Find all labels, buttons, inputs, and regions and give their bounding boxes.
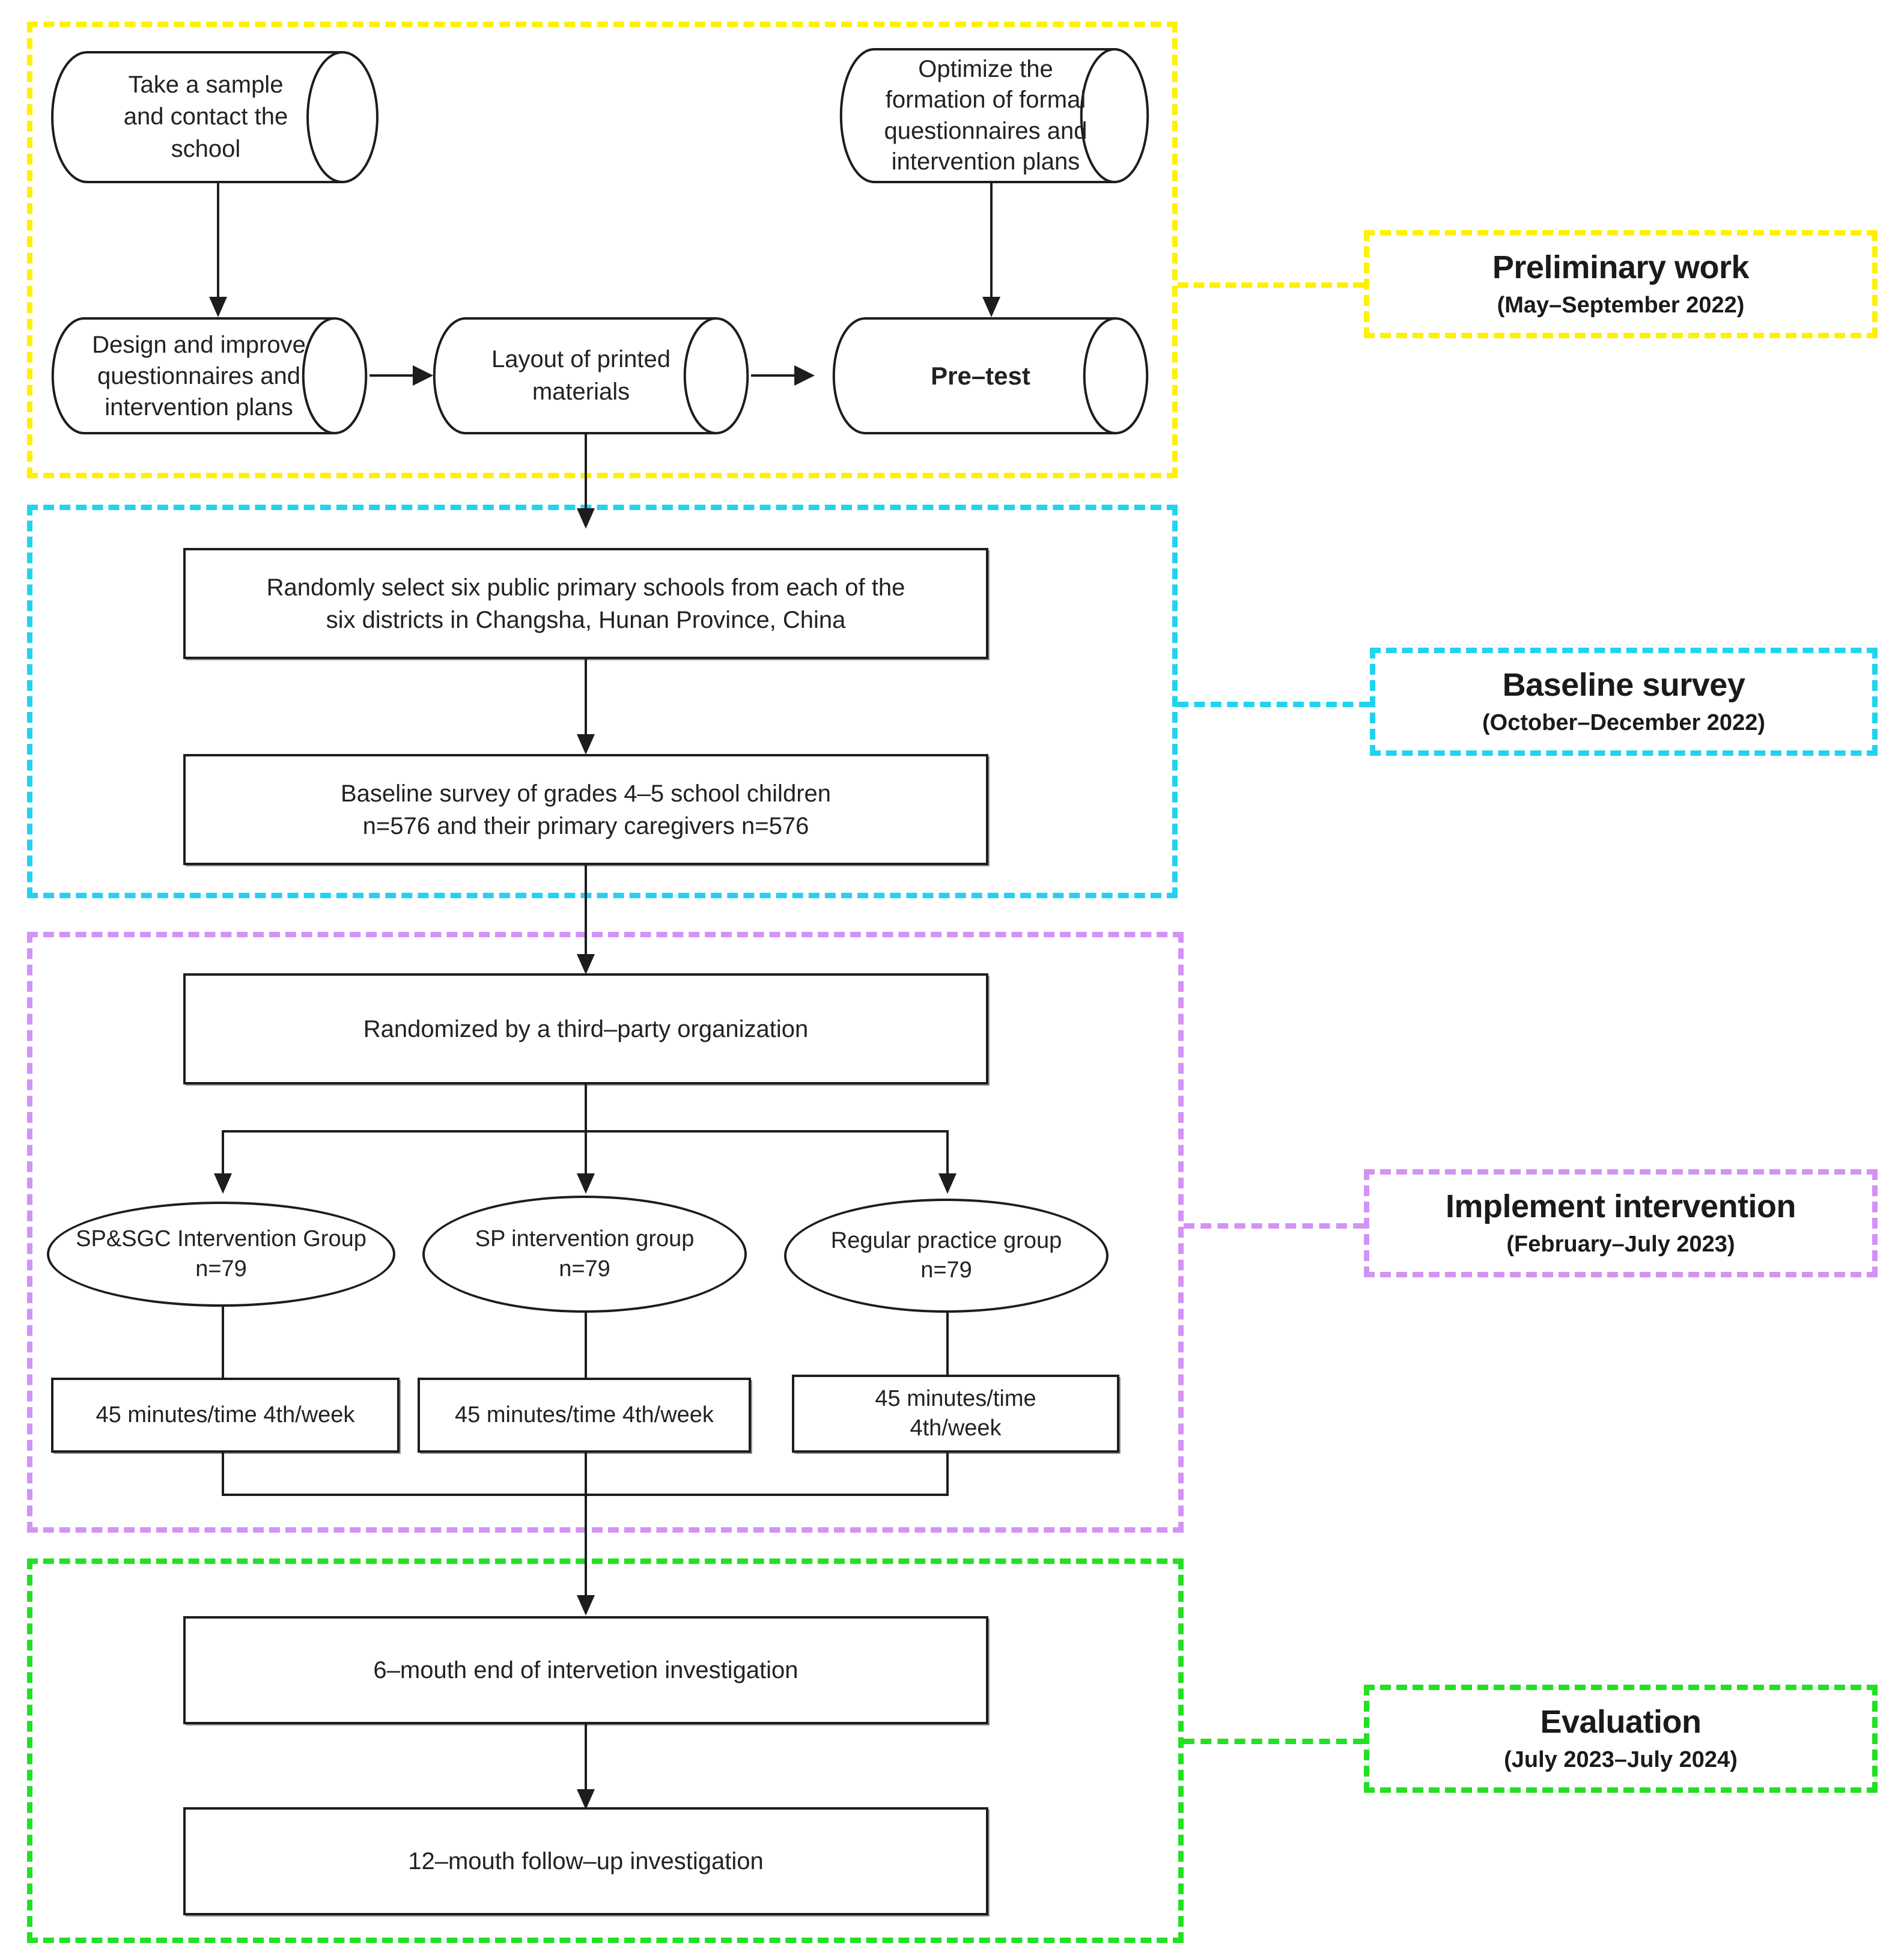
node-end-investigation-label: 6–mouth end of intervetion investigation xyxy=(373,1657,798,1683)
node-end-investigation: 6–mouth end of intervetion investigation xyxy=(183,1616,988,1724)
node-dose-sp-label: 45 minutes/time 4th/week xyxy=(455,1402,714,1427)
legend-connector-baseline xyxy=(1178,702,1370,707)
node-dose-spsgc-label: 45 minutes/time 4th/week xyxy=(96,1402,355,1427)
legend-title-preliminary: Preliminary work xyxy=(1492,249,1750,286)
node-group-spsgc: SP&SGC Intervention Group n=79 xyxy=(47,1202,395,1307)
phase-container-preliminary xyxy=(27,22,1178,478)
node-optimize-questionnaires-label: Optimize the formation of formal questio… xyxy=(884,56,1087,175)
connector-select-to-baseline-survey xyxy=(585,659,587,743)
arrowhead-branch-center xyxy=(577,1173,595,1194)
node-layout-printed: Layout of printed materials xyxy=(433,317,751,434)
node-randomized: Randomized by a third–party organization xyxy=(183,973,988,1084)
connector-randomized-trunk xyxy=(585,1084,587,1131)
node-group-sp: SP intervention group n=79 xyxy=(422,1196,747,1313)
cylinder-outline xyxy=(51,317,368,434)
arrowhead-optimize-to-pretest xyxy=(982,297,1000,317)
node-design-improve-label: Design and improve questionnaires and in… xyxy=(92,331,306,421)
connector-end-to-followup xyxy=(585,1724,587,1799)
arrowhead-baseline-to-intervention xyxy=(577,954,595,974)
connector-dose-regular-down xyxy=(946,1453,949,1495)
node-followup-investigation: 12–mouth follow–up investigation xyxy=(183,1807,988,1915)
connector-branch-center xyxy=(585,1130,587,1181)
connector-sp-to-dose xyxy=(585,1313,587,1391)
connector-dose-spsgc-down xyxy=(222,1453,224,1495)
arrowhead-merge-to-evaluation xyxy=(577,1595,595,1616)
phase-container-evaluation xyxy=(27,1558,1184,1943)
connector-optimize-to-pretest xyxy=(990,183,993,297)
cylinder-outline xyxy=(839,48,1149,183)
node-randomly-select-label: Randomly select six public primary schoo… xyxy=(266,574,905,633)
connector-preliminary-to-baseline xyxy=(585,434,587,518)
node-pretest: Pre–test xyxy=(832,317,1151,434)
connector-merge-to-evaluation xyxy=(585,1494,587,1605)
arrowhead-select-to-baseline-survey xyxy=(577,734,595,755)
node-group-regular-label: Regular practice group n=79 xyxy=(830,1227,1062,1283)
legend-card-intervention: Implement intervention (February–July 20… xyxy=(1364,1169,1878,1277)
legend-period-intervention: (February–July 2023) xyxy=(1506,1232,1735,1257)
arrowhead-end-to-followup xyxy=(577,1789,595,1810)
connector-layout-to-pretest xyxy=(751,374,794,377)
legend-card-evaluation: Evaluation (July 2023–July 2024) xyxy=(1364,1685,1878,1793)
node-followup-investigation-label: 12–mouth follow–up investigation xyxy=(408,1848,764,1874)
arrowhead-layout-to-pretest xyxy=(794,365,815,386)
phase-container-intervention xyxy=(27,932,1184,1533)
node-take-sample-label: Take a sample and contact the school xyxy=(123,71,288,162)
phase-container-baseline xyxy=(27,505,1178,898)
connector-dose-sp-down xyxy=(585,1453,587,1495)
arrowhead-take-sample-to-design xyxy=(209,297,227,317)
legend-period-preliminary: (May–September 2022) xyxy=(1497,293,1745,318)
legend-connector-intervention xyxy=(1184,1223,1364,1229)
legend-title-evaluation: Evaluation xyxy=(1540,1704,1702,1741)
node-baseline-survey-label: Baseline survey of grades 4–5 school chi… xyxy=(340,780,832,839)
connector-branch-right xyxy=(946,1130,949,1181)
legend-card-preliminary: Preliminary work (May–September 2022) xyxy=(1364,230,1878,338)
node-group-regular: Regular practice group n=79 xyxy=(784,1199,1109,1313)
node-dose-spsgc: 45 minutes/time 4th/week xyxy=(51,1378,400,1453)
connector-design-to-layout xyxy=(370,374,413,377)
connector-take-sample-to-design xyxy=(217,183,219,297)
node-group-sp-label: SP intervention group n=79 xyxy=(475,1226,695,1282)
node-take-sample: Take a sample and contact the school xyxy=(51,51,379,183)
node-optimize-questionnaires: Optimize the formation of formal questio… xyxy=(839,48,1151,183)
legend-connector-evaluation xyxy=(1184,1739,1364,1744)
arrowhead-branch-left xyxy=(214,1173,232,1194)
node-randomly-select: Randomly select six public primary schoo… xyxy=(183,548,988,659)
arrowhead-preliminary-to-baseline xyxy=(577,508,595,529)
legend-title-intervention: Implement intervention xyxy=(1445,1188,1796,1225)
legend-card-baseline: Baseline survey (October–December 2022) xyxy=(1370,648,1878,756)
connector-regular-to-dose xyxy=(946,1313,949,1391)
node-design-improve: Design and improve questionnaires and in… xyxy=(51,317,370,434)
node-dose-sp: 45 minutes/time 4th/week xyxy=(418,1378,751,1453)
cylinder-outline xyxy=(51,51,379,183)
arrowhead-branch-right xyxy=(938,1173,957,1194)
connector-baseline-to-intervention xyxy=(585,865,587,964)
legend-title-baseline: Baseline survey xyxy=(1502,667,1745,704)
connector-branch-left xyxy=(222,1130,224,1181)
node-randomized-label: Randomized by a third–party organization xyxy=(363,1015,809,1042)
node-layout-printed-label: Layout of printed materials xyxy=(491,346,671,405)
node-group-spsgc-label: SP&SGC Intervention Group n=79 xyxy=(76,1226,367,1282)
cylinder-outline xyxy=(832,317,1149,434)
legend-period-evaluation: (July 2023–July 2024) xyxy=(1504,1747,1738,1773)
node-dose-regular-label: 45 minutes/time 4th/week xyxy=(875,1386,1036,1441)
node-dose-regular: 45 minutes/time 4th/week xyxy=(792,1375,1119,1453)
node-pretest-label: Pre–test xyxy=(931,361,1030,390)
legend-period-baseline: (October–December 2022) xyxy=(1482,710,1765,736)
node-baseline-survey: Baseline survey of grades 4–5 school chi… xyxy=(183,754,988,865)
connector-spsgc-to-dose xyxy=(222,1307,224,1391)
legend-connector-preliminary xyxy=(1178,282,1364,288)
cylinder-outline xyxy=(433,317,749,434)
arrowhead-design-to-layout xyxy=(413,365,433,386)
